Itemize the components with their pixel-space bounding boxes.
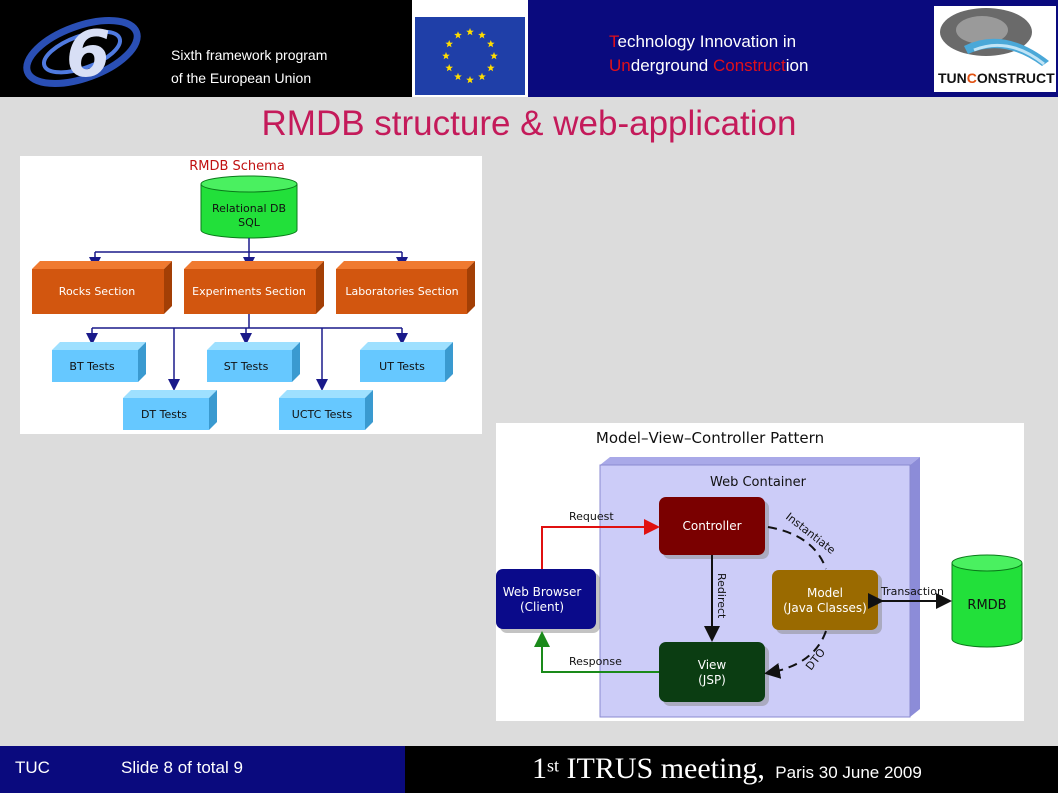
rmdb-schema-title: RMDB Schema [189,159,285,174]
eu-flag-frame [412,0,528,97]
web-browser-label-line-1: Web Browser [503,585,582,599]
db-label-line-1: Relational DB [212,202,286,215]
eu-star-icon [487,64,495,72]
fp6-logo: 6 [23,17,141,90]
relational-db-cylinder: Relational DB SQL [200,175,298,239]
experiments-section-box: Experiments Section [184,261,324,314]
db-label-line-2: SQL [238,216,261,229]
rmdb-schema-diagram: RMDB Schema Relational DB SQL Rocks Sect… [20,156,482,434]
mvc-title: Model–View–Controller Pattern [596,429,824,447]
bt-tests-box: BT Tests [52,342,146,382]
web-browser-label-line-2: (Client) [520,600,564,614]
footer-slide-info: Slide 8 of total 9 [121,758,243,777]
rmdb-label: RMDB [967,598,1006,613]
controller-box: Controller [659,497,769,559]
uctc-tests-box: UCTC Tests [279,390,373,430]
eu-star-icon [445,64,453,72]
eu-star-icon [466,76,474,84]
view-box: View (JSP) [659,642,769,706]
web-container-label: Web Container [710,475,807,490]
eu-star-icon [466,28,474,36]
model-label-line-1: Model [807,586,843,600]
rocks-section-box: Rocks Section [32,261,172,314]
rocks-section-label: Rocks Section [59,285,135,298]
svg-text:6: 6 [66,18,111,90]
eu-star-icon [487,40,495,48]
dt-tests-label: DT Tests [141,408,187,421]
eu-star-icon [442,52,450,60]
view-label-line-1: View [698,658,727,672]
redirect-label: Redirect [715,573,728,619]
uctc-tests-label: UCTC Tests [292,408,353,421]
footer-meeting: 1st ITRUS meeting, Paris 30 June 2009 [532,752,922,785]
mvc-pattern-diagram: Model–View–Controller Pattern Web Contai… [496,423,1024,721]
framework-line-1: Sixth framework program [171,47,328,63]
model-box: Model (Java Classes) [772,570,882,634]
request-arrow [541,519,660,569]
response-label: Response [569,655,622,668]
dto-connector [764,630,827,679]
laboratories-section-label: Laboratories Section [345,285,458,298]
experiments-section-label: Experiments Section [192,285,306,298]
project-title-line-1: Technology Innovation in [609,32,797,51]
rmdb-cylinder: RMDB [951,554,1023,648]
eu-star-icon [445,40,453,48]
model-label-line-2: (Java Classes) [783,601,867,615]
eu-star-icon [454,72,462,80]
project-title-line-2: Underground Construction [609,56,809,75]
framework-line-2: of the European Union [171,70,312,86]
instantiate-connector [767,526,827,570]
eu-star-icon [478,31,486,39]
dt-tests-box: DT Tests [123,390,217,430]
controller-label: Controller [682,519,741,533]
laboratories-section-box: Laboratories Section [336,261,475,314]
eu-star-icon [454,31,462,39]
footer-left-band: TUC Slide 8 of total 9 [0,746,405,793]
tunnel-drill-icon [940,8,1049,66]
ut-tests-label: UT Tests [379,360,425,373]
bt-tests-label: BT Tests [69,360,114,373]
footer-org: TUC [15,758,50,777]
tunconstruct-logo: TUNCONSTRUCT [934,6,1056,92]
eu-star-icon [478,72,486,80]
ut-tests-box: UT Tests [360,342,453,382]
web-browser-box: Web Browser (Client) [496,569,600,633]
header-left-band: 6 Sixth framework program of the Europea… [0,0,412,97]
eu-star-icon [490,52,498,60]
request-label: Request [569,510,614,523]
eu-flag-icon [415,17,525,95]
tunconstruct-wordmark: TUNCONSTRUCT [938,70,1055,86]
view-label-line-2: (JSP) [698,673,726,687]
st-tests-box: ST Tests [207,342,300,382]
st-tests-label: ST Tests [224,360,269,373]
transaction-label: Transaction [880,585,944,598]
response-arrow [534,631,659,673]
footer-right-band: 1st ITRUS meeting, Paris 30 June 2009 [405,746,1058,793]
slide-title: RMDB structure & web-application [261,104,797,143]
